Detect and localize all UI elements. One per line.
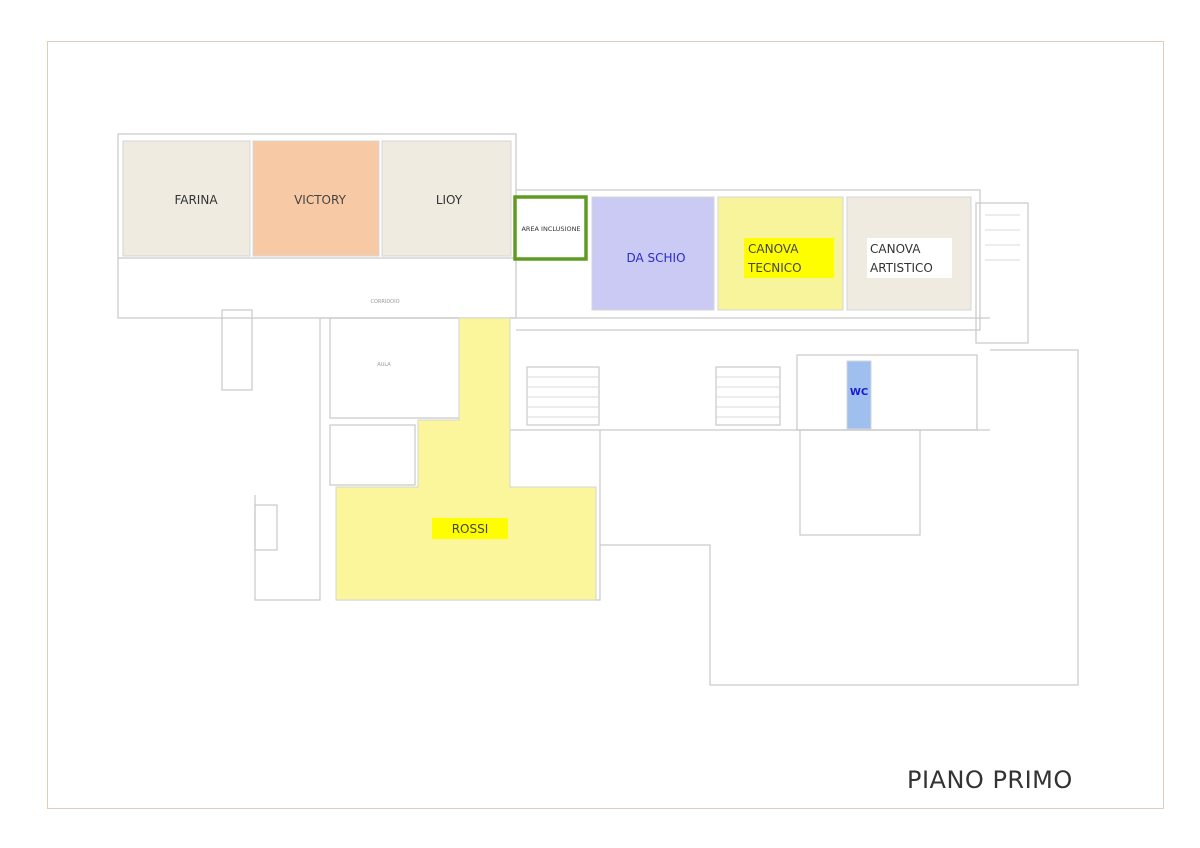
room-label-rossi: ROSSI <box>452 522 489 536</box>
room-label-canova-tecnico-line2: TECNICO <box>747 261 802 275</box>
stairs-west <box>221 309 253 391</box>
wall-south-west <box>254 318 321 601</box>
wall-east-wing <box>516 189 981 331</box>
room-rossi <box>335 317 597 601</box>
room-label-aula: AULA <box>377 362 391 368</box>
wall-aula <box>329 317 461 419</box>
stairs-south-west <box>254 504 278 551</box>
room-farina <box>122 140 251 257</box>
canova-tecnico-label-bg <box>744 238 834 278</box>
room-da-schio <box>591 196 715 311</box>
wall-services <box>796 354 978 431</box>
canova-artistico-label-bg <box>867 238 952 278</box>
room-label-da-schio: DA SCHIO <box>626 251 685 265</box>
stairs-east <box>715 366 781 426</box>
room-area-inclusione <box>513 195 588 261</box>
room-label-victory: VICTORY <box>294 193 346 207</box>
wall-courtyard <box>799 429 921 536</box>
stair-treads <box>527 214 1020 418</box>
room-label-lioy: LIOY <box>436 193 463 207</box>
room-label-corridoio: CORRIDOIO <box>370 299 399 305</box>
room-label-canova-artistico-line2: ARTISTICO <box>870 261 933 275</box>
room-victory <box>252 140 380 257</box>
rossi-label-bg <box>432 518 508 539</box>
wall-stair-east <box>975 202 1029 344</box>
stairs-center <box>526 366 600 426</box>
room-lioy <box>381 140 512 257</box>
room-label-wc: WC <box>850 387 868 398</box>
room-label-area-inclusione: AREA INCLUSIONE <box>521 225 580 233</box>
wall-terrace <box>600 349 1079 686</box>
room-label-canova-artistico-line1: CANOVA <box>870 242 921 256</box>
room-label-canova-tecnico-line1: CANOVA <box>748 242 799 256</box>
plan-frame <box>47 41 1164 809</box>
walls <box>117 133 1079 686</box>
plan-title: PIANO PRIMO <box>907 766 1073 794</box>
room-label-farina: FARINA <box>174 193 218 207</box>
wall-small-room <box>329 424 416 486</box>
room-wc <box>846 360 872 430</box>
